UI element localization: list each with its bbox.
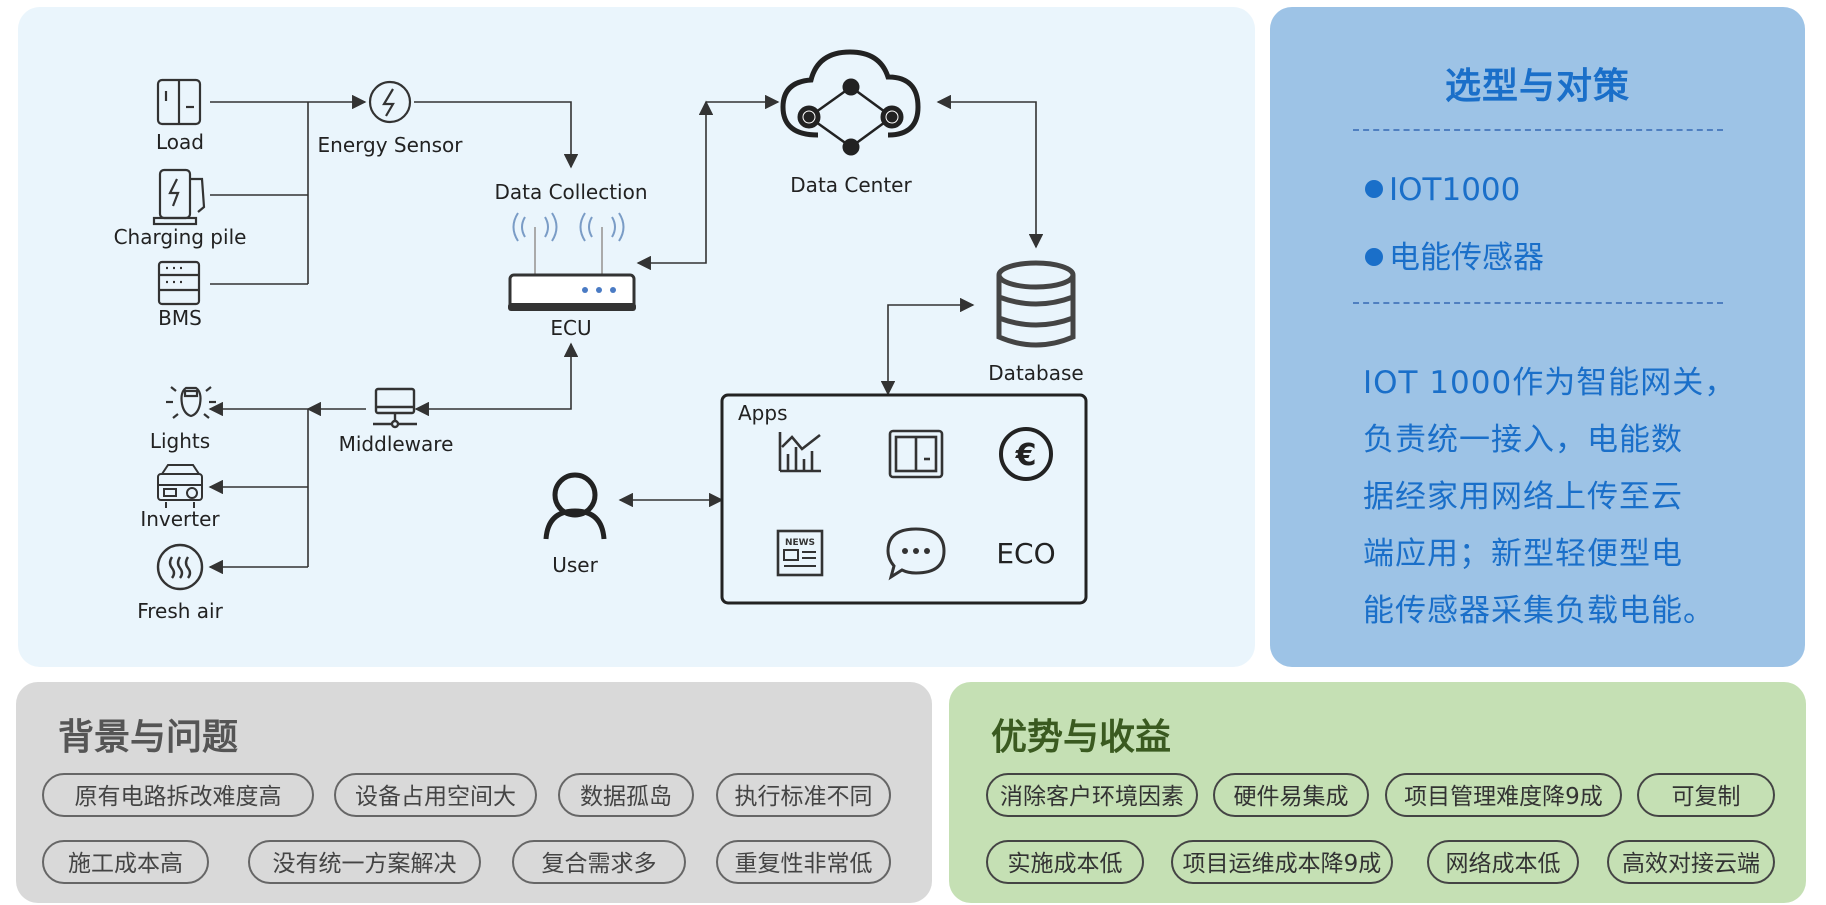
light-bulb-icon: [166, 386, 216, 419]
chart-app-icon: [778, 432, 821, 473]
benefits-title: 优势与收益: [991, 717, 1172, 758]
middleware-label: Middleware: [339, 432, 454, 456]
benefit-tag: 项目管理难度降9成: [1385, 773, 1622, 817]
benefit-tag: 项目运维成本降9成: [1171, 840, 1393, 884]
bullet-text: IOT1000: [1389, 172, 1521, 208]
energy-sensor-label: Energy Sensor: [318, 133, 464, 157]
bms-label: BMS: [158, 306, 202, 330]
cloud-icon: [780, 49, 921, 156]
data-center-label: Data Center: [790, 173, 912, 197]
divider: [1353, 302, 1723, 304]
middleware-icon: [373, 387, 417, 429]
description-line: IOT 1000作为智能网关，: [1363, 365, 1737, 401]
load-label: Load: [156, 130, 204, 154]
problems-panel: 背景与问题 原有电路拆改难度高 设备占用空间大 数据孤岛 执行标准不同 施工成本…: [16, 682, 932, 903]
architecture-diagram: Load Energy Sensor Charging pile BMS Dat…: [114, 49, 1088, 623]
apps-box: [720, 393, 1088, 605]
energy-sensor-icon: [368, 80, 412, 124]
description-line: 据经家用网络上传至云: [1363, 479, 1683, 515]
data-collection-label: Data Collection: [494, 180, 647, 204]
description-line: 能传感器采集负载电能。: [1363, 593, 1715, 629]
euro-app-icon: €: [999, 427, 1053, 481]
svg-text:€: €: [1015, 438, 1037, 473]
inverter-icon: [157, 464, 203, 508]
chat-app-icon: [886, 527, 946, 581]
fresh-air-label: Fresh air: [137, 599, 223, 623]
strategy-panel: 选型与对策 IOT1000 电能传感器 IOT 1000作为智能网关， 负责统一…: [1270, 7, 1805, 667]
benefit-tag: 高效对接云端: [1607, 840, 1775, 884]
problem-tag: 设备占用空间大: [334, 773, 537, 817]
problem-tag: 执行标准不同: [716, 773, 891, 817]
bullet-dot-icon: [1365, 247, 1383, 266]
problem-tag: 重复性非常低: [716, 840, 891, 884]
database-label: Database: [988, 361, 1083, 385]
description-line: 负责统一接入，电能数: [1363, 422, 1683, 458]
bullet-item: IOT1000: [1365, 172, 1520, 208]
bms-icon: [157, 260, 201, 306]
lights-label: Lights: [150, 429, 210, 453]
apps-label: Apps: [738, 401, 788, 425]
charging-pile-icon: [152, 168, 206, 226]
problem-tag: 施工成本高: [42, 840, 209, 884]
inverter-label: Inverter: [140, 507, 220, 531]
database-icon: [996, 260, 1076, 348]
user-icon: [543, 472, 607, 540]
ecu-router-icon: [508, 212, 636, 311]
divider: [1353, 129, 1723, 131]
description-line: 端应用；新型轻便型电: [1363, 536, 1683, 572]
svg-text:NEWS: NEWS: [785, 538, 815, 548]
benefit-tag: 网络成本低: [1427, 840, 1579, 884]
bullet-item: 电能传感器: [1365, 232, 1544, 277]
ecu-label: ECU: [550, 316, 591, 340]
benefit-tag: 硬件易集成: [1213, 773, 1369, 817]
charging-pile-label: Charging pile: [114, 225, 247, 249]
problem-tag: 没有统一方案解决: [248, 840, 481, 884]
benefits-panel: 优势与收益 消除客户环境因素 硬件易集成 项目管理难度降9成 可复制 实施成本低…: [949, 682, 1806, 903]
problem-tag: 数据孤岛: [558, 773, 694, 817]
load-icon: [156, 78, 202, 126]
problem-tag: 复合需求多: [512, 840, 686, 884]
news-app-icon: NEWS: [776, 529, 824, 577]
user-label: User: [552, 553, 598, 577]
door-app-icon: [888, 429, 944, 479]
benefit-tag: 消除客户环境因素: [986, 773, 1198, 817]
fresh-air-icon: [156, 543, 204, 591]
benefit-tag: 实施成本低: [986, 840, 1144, 884]
strategy-title: 选型与对策: [1444, 66, 1630, 107]
problem-tag: 原有电路拆改难度高: [42, 773, 314, 817]
problems-title: 背景与问题: [58, 717, 239, 758]
eco-app-icon: ECO: [996, 537, 1055, 570]
bullet-text: 电能传感器: [1389, 240, 1544, 276]
architecture-diagram-panel: Load Energy Sensor Charging pile BMS Dat…: [18, 7, 1255, 667]
connector-lines: [208, 94, 1044, 575]
strategy-description: IOT 1000作为智能网关， 负责统一接入，电能数 据经家用网络上传至云 端应…: [1363, 355, 1753, 640]
bullet-dot-icon: [1365, 179, 1383, 198]
benefit-tag: 可复制: [1637, 773, 1775, 817]
